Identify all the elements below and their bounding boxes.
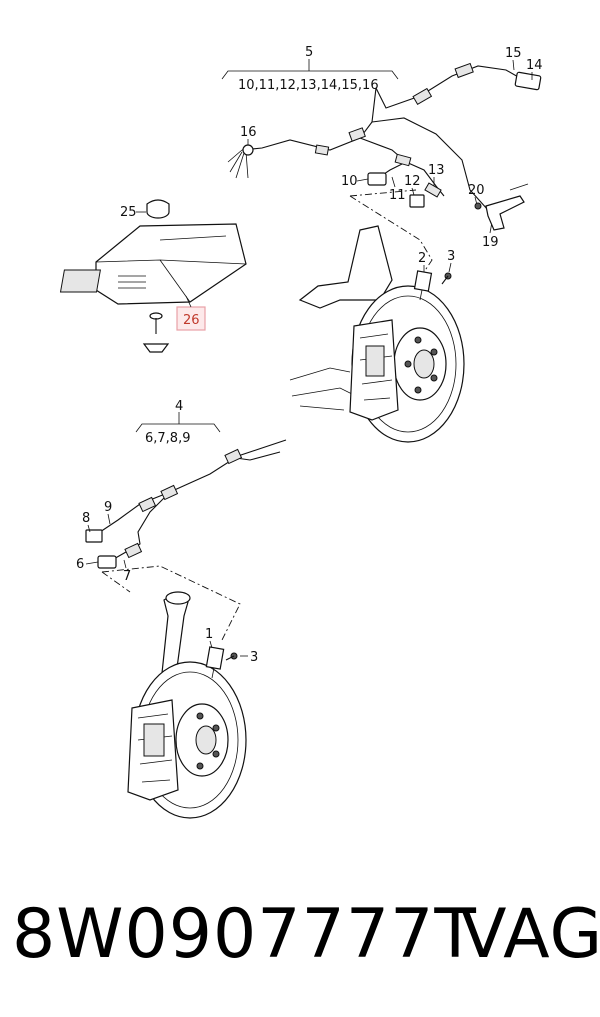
group-bracket-5: 5 10,11,12,13,14,15,16 [221, 45, 399, 93]
callout-14[interactable]: 14 [526, 58, 543, 73]
front-harness [85, 439, 287, 569]
cap-25 [146, 199, 170, 219]
callout-9[interactable]: 9 [104, 500, 112, 515]
callout-7[interactable]: 7 [123, 569, 131, 584]
callout-3-rear[interactable]: 3 [447, 249, 455, 264]
callout-11[interactable]: 11 [389, 188, 406, 203]
part-number: 8W0907777T [12, 895, 477, 974]
callout-12[interactable]: 12 [404, 174, 421, 189]
callout-1[interactable]: 1 [205, 627, 213, 642]
callout-13[interactable]: 13 [428, 163, 445, 178]
group-4-members: 6,7,8,9 [145, 431, 190, 446]
callout-6[interactable]: 6 [76, 557, 84, 572]
brand-name: VAG [460, 895, 600, 974]
highlighted-callout-26[interactable]: 26 [176, 306, 206, 331]
front-axle-assembly [101, 565, 247, 819]
abs-control-unit [59, 223, 247, 353]
callout-2[interactable]: 2 [418, 251, 426, 266]
callout-5[interactable]: 5 [305, 45, 313, 60]
parts-exploded-diagram: 5 10,11,12,13,14,15,16 15 14 16 10 [59, 45, 543, 819]
callout-16[interactable]: 16 [240, 125, 257, 140]
footer: 8W0907777T VAG [0, 895, 600, 985]
callout-3-front[interactable]: 3 [250, 650, 258, 665]
rear-axle-assembly [289, 189, 465, 443]
group-bracket-4: 4 6,7,8,9 [135, 399, 221, 446]
rear-harness [227, 62, 542, 211]
callout-15[interactable]: 15 [505, 46, 522, 61]
callout-25[interactable]: 25 [120, 205, 137, 220]
group-5-members: 10,11,12,13,14,15,16 [238, 78, 379, 93]
callout-4[interactable]: 4 [175, 399, 183, 414]
callout-26[interactable]: 26 [183, 313, 200, 328]
callout-20[interactable]: 20 [468, 183, 485, 198]
callout-10[interactable]: 10 [341, 174, 358, 189]
callout-8[interactable]: 8 [82, 511, 90, 526]
callout-19[interactable]: 19 [482, 235, 499, 250]
bracket-19 [474, 183, 529, 231]
